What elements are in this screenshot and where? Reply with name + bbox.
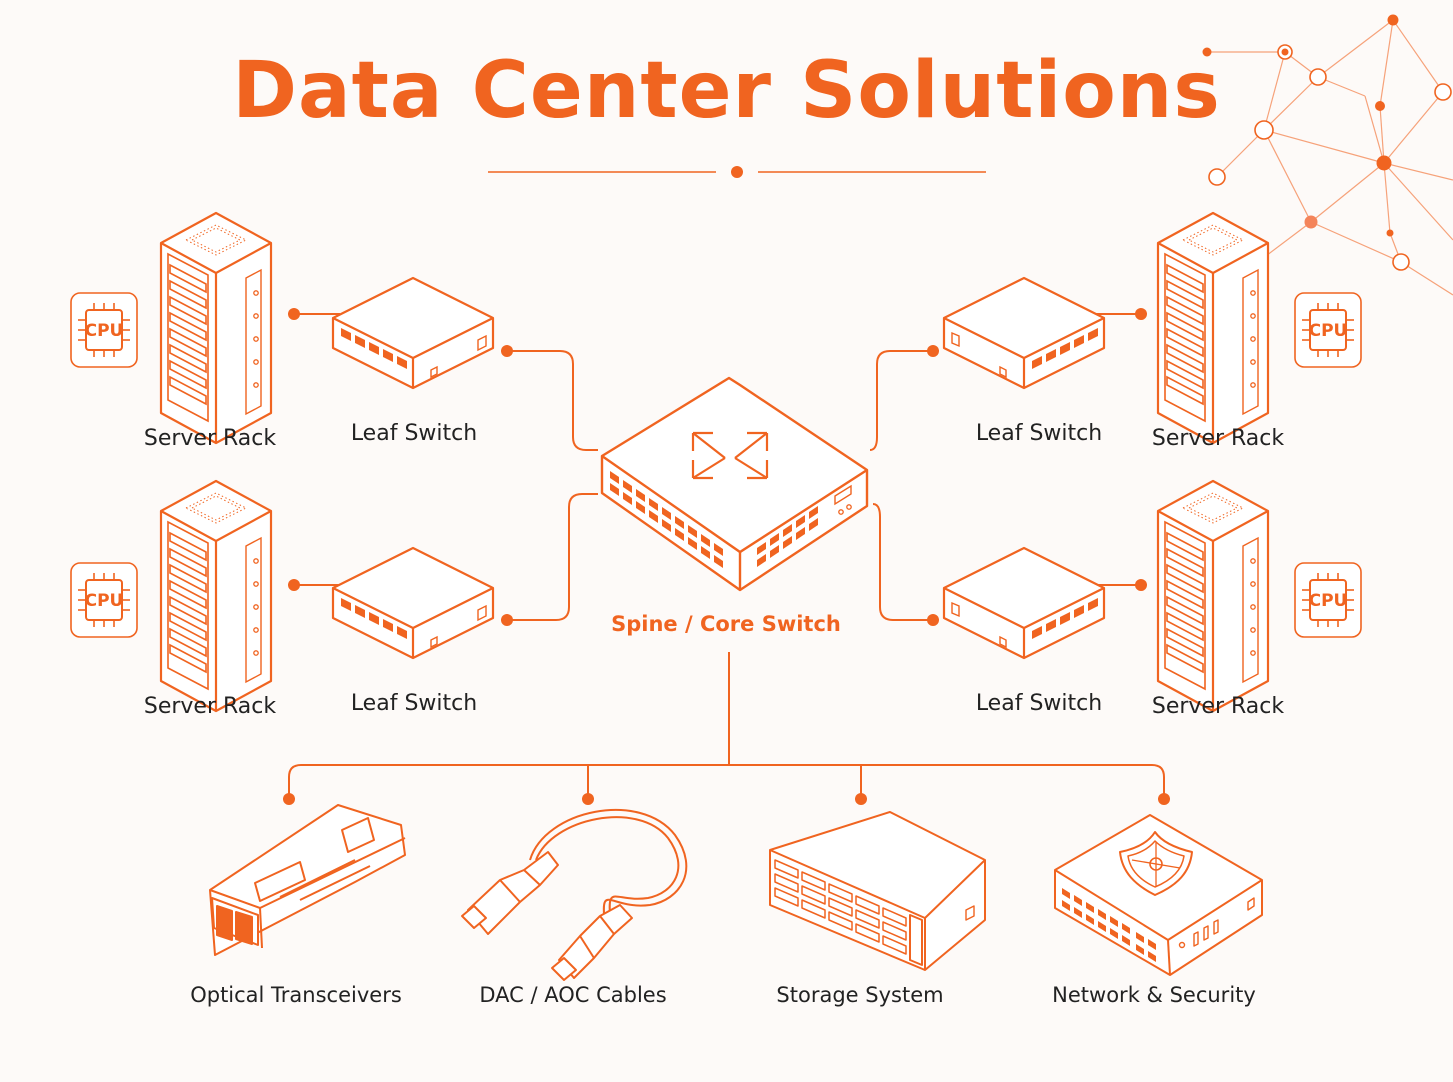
leaf-switch-top-left-label: Leaf Switch [350,421,478,446]
cpu-chip-bottom-left: CPU [70,562,138,638]
server-rack-top-left-icon [159,211,273,445]
cpu-chip-label: CPU [85,591,124,611]
cpu-chip-top-right: CPU [1294,292,1362,368]
connection-dots [283,308,1170,805]
cpu-chip-bottom-right: CPU [1294,562,1362,638]
server-rack-top-right-icon [1156,211,1270,445]
server-rack-bottom-right-icon [1156,479,1270,713]
product-label-network-security: Network & Security [1052,983,1256,1007]
page-title: Data Center Solutions [232,46,1221,136]
server-rack-top-right-label: Server Rack [1151,426,1285,451]
leaf-switch-bottom-right-icon [942,546,1106,660]
leaf-switch-bottom-right-label: Leaf Switch [975,691,1103,716]
title-divider [488,166,986,178]
leaf-switch-top-right-label: Leaf Switch [975,421,1103,446]
spine-core-switch-label: Spine / Core Switch [611,612,841,636]
shield-firewall-icon [1054,814,1263,976]
server-rack-top-left-label: Server Rack [143,426,277,451]
leaf-switch-bottom-left-icon [331,546,495,660]
product-label-storage-system: Storage System [776,983,944,1007]
cpu-chip-label: CPU [1309,591,1348,611]
server-rack-bottom-left-icon [159,479,273,713]
sfp-transceiver-icon [209,804,406,956]
product-label-dac-aoc-cables: DAC / AOC Cables [479,983,667,1007]
leaf-switch-top-right-icon [942,276,1106,390]
cable-icon [461,808,688,981]
cpu-chip-label: CPU [1309,321,1348,341]
cpu-chip-top-left: CPU [70,292,138,368]
connection-lines [288,313,1165,799]
product-label-optical-transceivers: Optical Transceivers [190,983,402,1007]
arrows-cross-icon [691,431,769,480]
network-nodes-decoration [1207,19,1453,296]
leaf-switch-bottom-left-label: Leaf Switch [350,691,478,716]
server-rack-bottom-right-label: Server Rack [1151,694,1285,719]
spine-core-switch-icon [600,376,869,592]
storage-array-icon [769,811,986,971]
cpu-chip-label: CPU [85,321,124,341]
network-nodes-points [1202,14,1452,271]
server-rack-bottom-left-label: Server Rack [143,694,277,719]
leaf-switch-top-left-icon [331,276,495,390]
